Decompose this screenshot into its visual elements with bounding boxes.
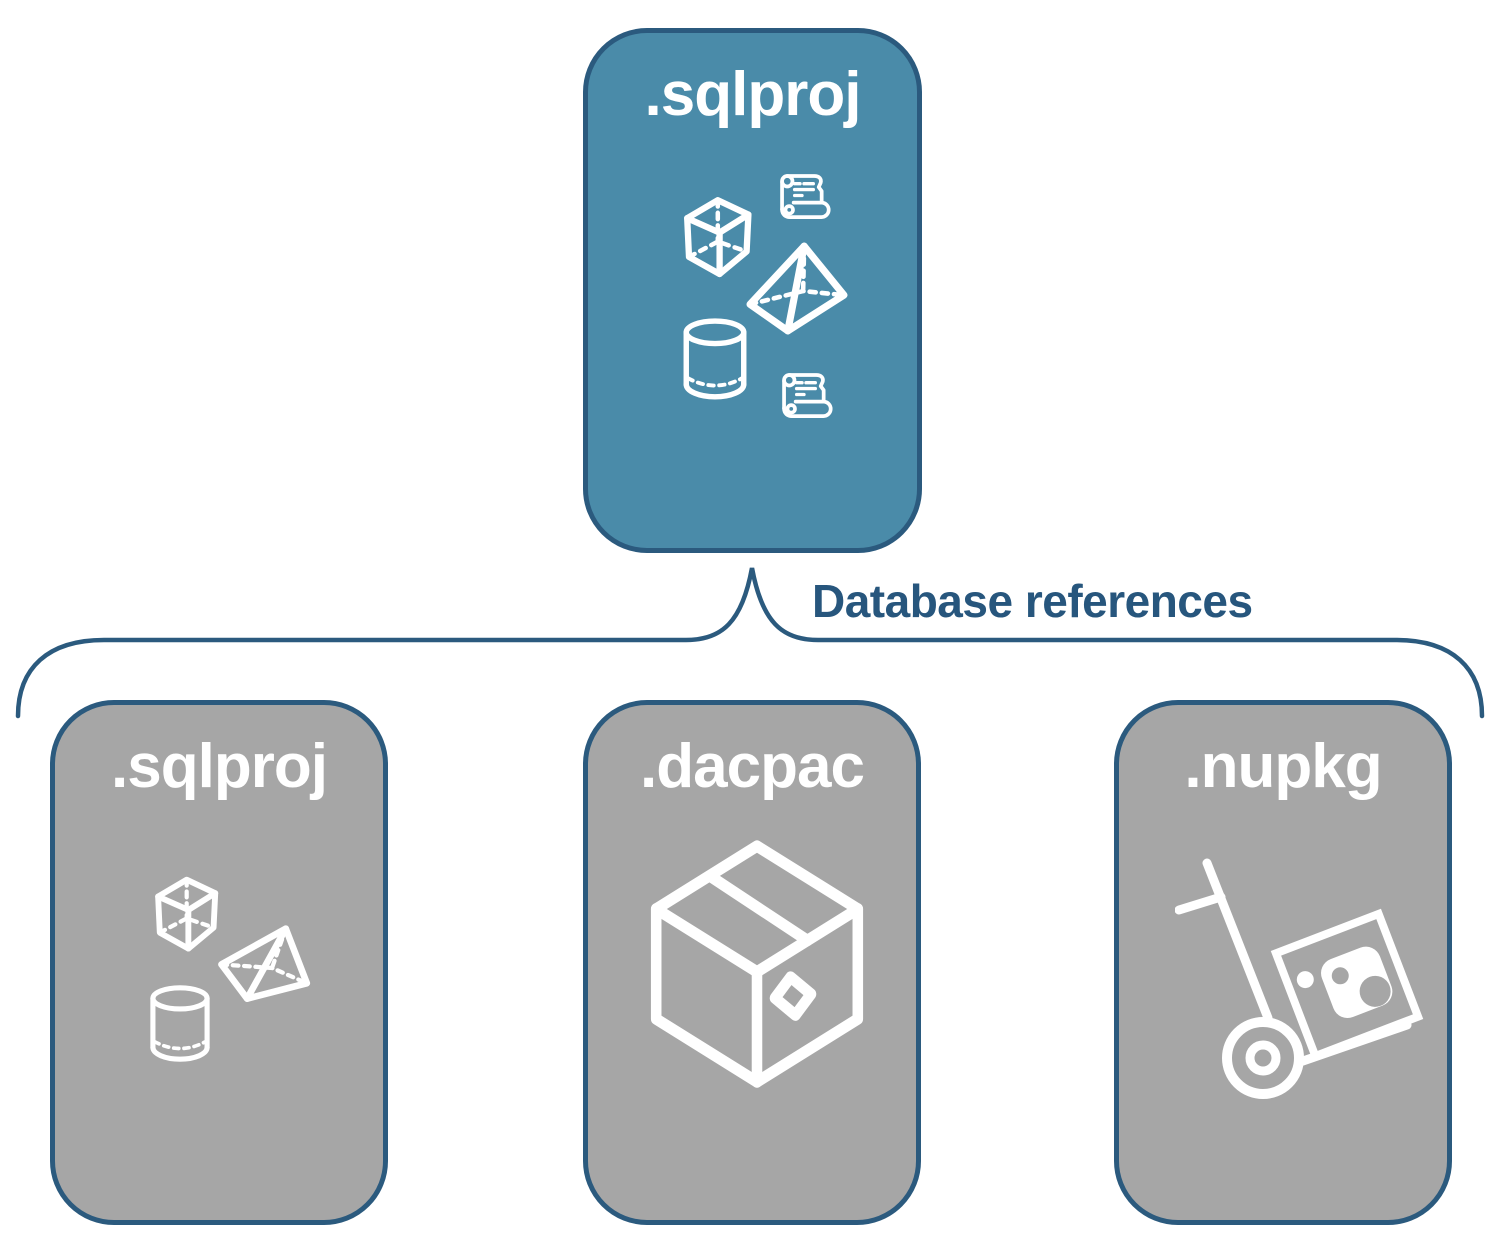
node-root-label: .sqlproj	[644, 60, 862, 129]
node-child-dacpac: .dacpac	[583, 700, 921, 1225]
cylinder-icon	[680, 316, 750, 403]
brace-connector	[0, 550, 1500, 730]
scroll-icon	[771, 167, 834, 224]
cube-icon	[143, 873, 227, 957]
scroll-icon	[773, 366, 836, 423]
hand-truck-nuget-icon	[1175, 853, 1425, 1103]
pyramid-icon	[746, 241, 848, 335]
node-child-sqlproj: .sqlproj	[50, 700, 388, 1225]
node-child-label: .nupkg	[1184, 732, 1382, 801]
node-child-label: .sqlproj	[111, 732, 328, 801]
connector-label: Database references	[812, 575, 1253, 627]
package-box-icon	[637, 833, 877, 1095]
cylinder-icon	[147, 983, 213, 1065]
node-child-nupkg: .nupkg	[1114, 700, 1452, 1225]
node-root-sqlproj: .sqlproj	[583, 28, 922, 553]
node-child-label: .dacpac	[640, 732, 865, 801]
